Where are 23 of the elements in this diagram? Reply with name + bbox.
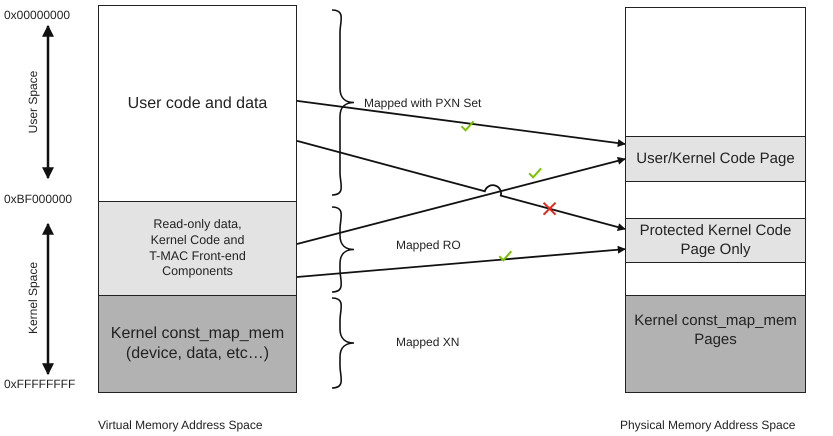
arrow (296, 100, 626, 148)
mapping-label: Mapped with PXN Set (364, 96, 482, 110)
memory-page: Kernel const_map_mem Pages (625, 295, 806, 393)
address-label: 0xBF000000 (4, 192, 72, 206)
address-label: 0x00000000 (4, 8, 70, 22)
memory-page: User/Kernel Code Page (625, 136, 806, 182)
memory-page (625, 181, 806, 219)
mapping-label: Mapped XN (396, 335, 460, 349)
memory-region: User code and data (98, 5, 297, 202)
memory-page (625, 7, 806, 137)
caption: Physical Memory Address Space (620, 418, 796, 432)
arrow (296, 140, 626, 231)
memory-region: Kernel const_map_mem (device, data, etc…) (98, 295, 297, 393)
caption: Virtual Memory Address Space (98, 418, 263, 432)
arrow (296, 156, 626, 245)
arrow (296, 246, 626, 278)
memory-page: Protected Kernel Code Page Only (625, 218, 806, 263)
region-label: Kernel Space (26, 262, 40, 334)
memory-page (625, 262, 806, 296)
memory-region: Read-only data, Kernel Code and T-MAC Front-end Components (98, 201, 297, 296)
address-label: 0xFFFFFFFF (4, 377, 76, 391)
mapping-label: Mapped RO (396, 238, 461, 252)
region-label: User Space (26, 70, 40, 134)
